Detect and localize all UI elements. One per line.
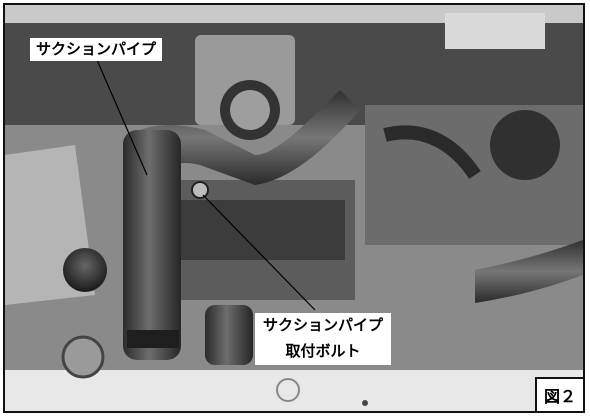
coolant-hose [383, 125, 481, 180]
suction-pipe-duct [130, 90, 360, 185]
figure-number: 図２ [535, 377, 583, 411]
lower-hose [205, 305, 253, 365]
engine-bay-photo [5, 5, 583, 411]
engine-cover [180, 200, 345, 260]
support-hole [276, 378, 300, 402]
lower-left-fitting [61, 335, 105, 379]
intake-port-inner [230, 90, 270, 130]
hood-edge [5, 5, 583, 23]
support-rivet [362, 400, 368, 406]
upper-right-bracket [445, 13, 545, 49]
radiator-hose [475, 240, 583, 303]
suction-pipe-clamp [127, 330, 179, 348]
mounting-bolt-label: サクションパイプ 取付ボルト [255, 313, 392, 365]
mounting-bolt [191, 181, 209, 199]
radiator-support [5, 370, 583, 411]
engine-bay-photo-frame: サクションパイプ サクションパイプ 取付ボルト 図２ [3, 3, 585, 413]
mounting-bolt-label-line2: 取付ボルト [285, 342, 361, 361]
leader-line-suction-pipe [96, 59, 148, 176]
suction-pipe-label: サクションパイプ [30, 38, 163, 62]
leader-line-bolt [202, 194, 316, 311]
mounting-bolt-label-line1: サクションパイプ [263, 316, 384, 334]
suction-pipe [123, 130, 181, 360]
brake-reservoir [490, 110, 560, 180]
radiator-cap [63, 248, 107, 292]
